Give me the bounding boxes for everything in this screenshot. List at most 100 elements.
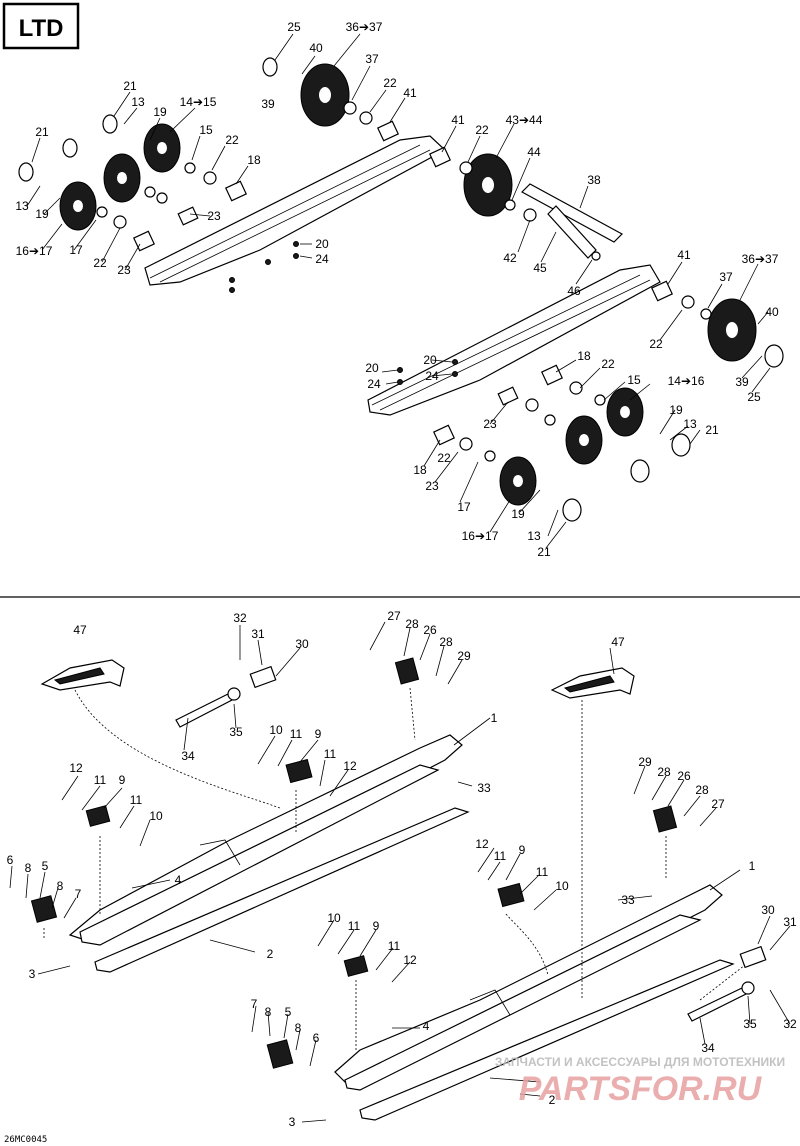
callout: 13 — [683, 417, 697, 431]
callout: 19 — [511, 507, 525, 521]
callout: 22 — [225, 133, 239, 147]
callout: 11 — [348, 919, 361, 933]
bolt-icon — [175, 693, 233, 728]
callouts-lower: 32 31 30 27 28 26 28 29 1 33 47 47 34 35… — [7, 609, 797, 1129]
callout: 19 — [669, 403, 683, 417]
callout: 6 — [7, 853, 14, 867]
clip-icon — [40, 659, 125, 691]
callout: 11 — [94, 773, 107, 787]
callout: 45 — [533, 261, 547, 275]
bearing-icon — [96, 206, 108, 218]
callout: 42 — [503, 251, 517, 265]
screw-icon — [452, 359, 458, 365]
lower-rail-right — [334, 884, 723, 1091]
model-badge-text: LTD — [19, 15, 64, 42]
callout: 39 — [261, 97, 275, 111]
bracket-icon — [177, 206, 199, 226]
callout: 14➔15 — [180, 95, 217, 109]
bracket-icon — [224, 180, 248, 202]
bearing-icon — [523, 208, 537, 222]
bracket-icon — [497, 386, 519, 406]
callout: 10 — [327, 911, 341, 925]
callout: 22 — [437, 451, 451, 465]
callout: 10 — [269, 723, 283, 737]
callout: 14➔16 — [668, 374, 705, 388]
callout: 20 — [423, 353, 437, 367]
screw-icon — [397, 379, 403, 385]
callout: 38 — [587, 173, 601, 187]
callout: 21 — [705, 423, 719, 437]
washer-icon — [227, 687, 241, 701]
callout: 28 — [439, 635, 453, 649]
block-icon — [266, 1039, 294, 1069]
bearing-icon — [359, 111, 373, 125]
callout: 22 — [93, 256, 107, 270]
spacer-tube — [547, 205, 597, 259]
callout: 4 — [175, 873, 182, 887]
callout: 22 — [649, 337, 663, 351]
callout: 23 — [425, 479, 439, 493]
callout: 17 — [69, 243, 83, 257]
callout: 29 — [457, 649, 471, 663]
bearing-icon — [459, 161, 473, 175]
callout: 11 — [494, 849, 507, 863]
callout: 3 — [289, 1115, 296, 1129]
callout: 12 — [475, 837, 489, 851]
cap-icon — [764, 344, 784, 368]
screw-icon — [397, 367, 403, 373]
assembly-paths — [43, 687, 746, 1050]
screw-icon — [229, 287, 235, 293]
callout: 13 — [131, 95, 145, 109]
drawing-code: 26MC0045 — [4, 1135, 47, 1145]
bearing-icon — [156, 192, 168, 204]
callout: 28 — [695, 783, 709, 797]
callout: 22 — [383, 76, 397, 90]
cap-icon — [102, 114, 118, 134]
callout: 9 — [519, 843, 526, 857]
callout: 11 — [536, 865, 549, 879]
callout: 41 — [403, 86, 417, 100]
callout: 37 — [719, 270, 733, 284]
callout: 2 — [549, 1093, 556, 1107]
callout: 10 — [555, 879, 569, 893]
wheel-icon — [59, 181, 97, 231]
upper-rail-left — [144, 135, 447, 286]
bearing-icon — [203, 171, 217, 185]
callout: 24 — [425, 369, 439, 383]
callout: 28 — [657, 765, 671, 779]
screw-icon — [293, 253, 299, 259]
bearing-icon — [544, 414, 556, 426]
slider-right — [359, 959, 735, 1121]
bearing-icon — [113, 215, 127, 229]
bearing-icon — [700, 308, 712, 320]
callout: 3 — [29, 967, 36, 981]
callout: 26 — [677, 769, 691, 783]
leader-lines-lower — [9, 621, 791, 1123]
watermark: ЗАПЧАСТИ И АКСЕССУАРЫ ДЛЯ МОТОТЕХНИКИ PA… — [495, 1055, 785, 1108]
callout: 23 — [117, 263, 131, 277]
callout: 15 — [199, 123, 213, 137]
screw-icon — [452, 371, 458, 377]
callout: 11 — [324, 747, 337, 761]
callout: 32 — [783, 1017, 797, 1031]
bearing-icon — [591, 251, 601, 261]
callout: 41 — [451, 113, 465, 127]
bracket-icon — [249, 665, 277, 689]
bolt-icon — [687, 987, 747, 1022]
callout: 33 — [477, 781, 491, 795]
slider-left — [94, 807, 470, 973]
cap-icon — [62, 138, 78, 158]
callout: 19 — [153, 105, 167, 119]
lower-rail-left — [68, 734, 463, 946]
callout: 43➔44 — [506, 113, 543, 127]
callout: 47 — [611, 635, 625, 649]
wheel-icon — [103, 153, 141, 203]
callout: 9 — [315, 727, 322, 741]
callout: 2 — [267, 947, 274, 961]
upper-rail-right — [367, 264, 661, 416]
callout: 36➔37 — [742, 252, 779, 266]
clip-icon — [550, 667, 635, 699]
callout: 7 — [75, 887, 82, 901]
wheel-icon — [143, 123, 181, 173]
callout: 32 — [233, 611, 247, 625]
